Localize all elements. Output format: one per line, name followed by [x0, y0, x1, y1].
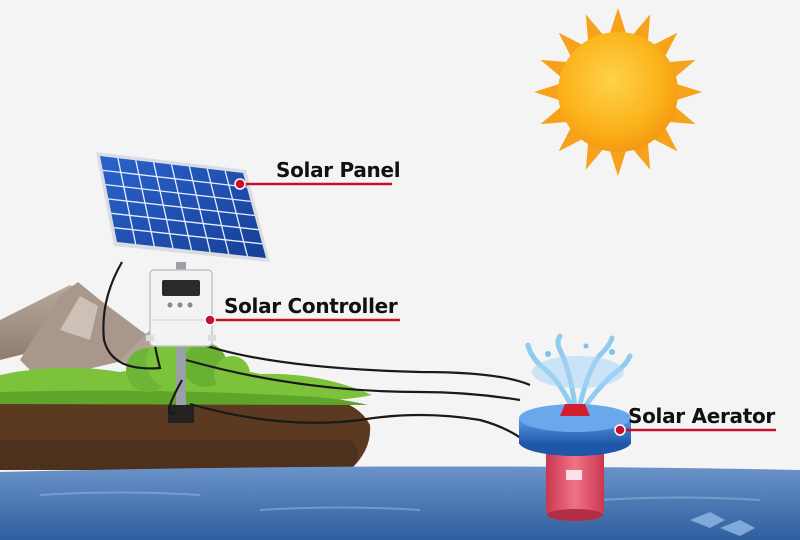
pole-base: [168, 405, 194, 423]
pond-water: [0, 466, 800, 540]
water-droplet: [609, 349, 615, 355]
callout-dot: [234, 178, 246, 190]
sun-rays: [534, 8, 702, 176]
fish-icon: [690, 512, 755, 536]
water-spray-cloud: [532, 356, 624, 388]
panel-grid-line: [105, 184, 251, 202]
aerator-nozzle: [560, 404, 590, 416]
sun-ray: [675, 83, 702, 101]
soil-shadow: [0, 440, 359, 470]
cable-controller-to-aerator-3: [189, 402, 531, 446]
water-droplet: [583, 343, 589, 349]
aerator-motor-base: [547, 509, 603, 521]
controller-bracket: [146, 335, 154, 341]
water-ripples: [39, 491, 761, 511]
cable-controller-to-aerator-2: [185, 358, 521, 402]
aerator-float-top: [519, 404, 631, 432]
cable-controller-to-aerator-1: [189, 338, 531, 387]
label-solar-aerator: Solar Aerator: [628, 404, 775, 428]
controller-led: [187, 302, 193, 308]
aerator-motor-label: [566, 470, 582, 480]
water-droplet: [545, 351, 551, 357]
aerator-fountain-icon: [519, 333, 633, 521]
controller-display: [162, 280, 200, 296]
panel-grid-line: [102, 169, 247, 188]
sun-ray: [609, 8, 627, 35]
callout-solar-aerator: [614, 424, 776, 436]
controller-bracket: [208, 335, 216, 341]
cable-ground: [167, 379, 183, 415]
panel-grid-line: [108, 198, 255, 217]
callout-solar-panel: [234, 178, 392, 190]
panel-grid-line: [114, 227, 263, 245]
bush: [214, 356, 250, 392]
panel-grid-lines: [102, 157, 263, 257]
controller-led: [177, 302, 183, 308]
solar-panel-icon: [96, 152, 270, 262]
sun-icon: [534, 8, 702, 176]
label-solar-panel: Solar Panel: [276, 158, 401, 182]
sun-ray: [609, 149, 627, 176]
sun-ray: [534, 83, 561, 101]
cables: [102, 261, 531, 446]
mountain-highlight: [60, 296, 98, 340]
controller-led: [167, 302, 173, 308]
label-solar-controller: Solar Controller: [224, 294, 398, 318]
panel-grid-line: [111, 212, 259, 231]
callout-dot: [614, 424, 626, 436]
sun-core: [558, 32, 678, 152]
callout-dot: [204, 314, 216, 326]
controller-box-icon: [146, 269, 216, 347]
callout-solar-controller: [204, 314, 400, 326]
